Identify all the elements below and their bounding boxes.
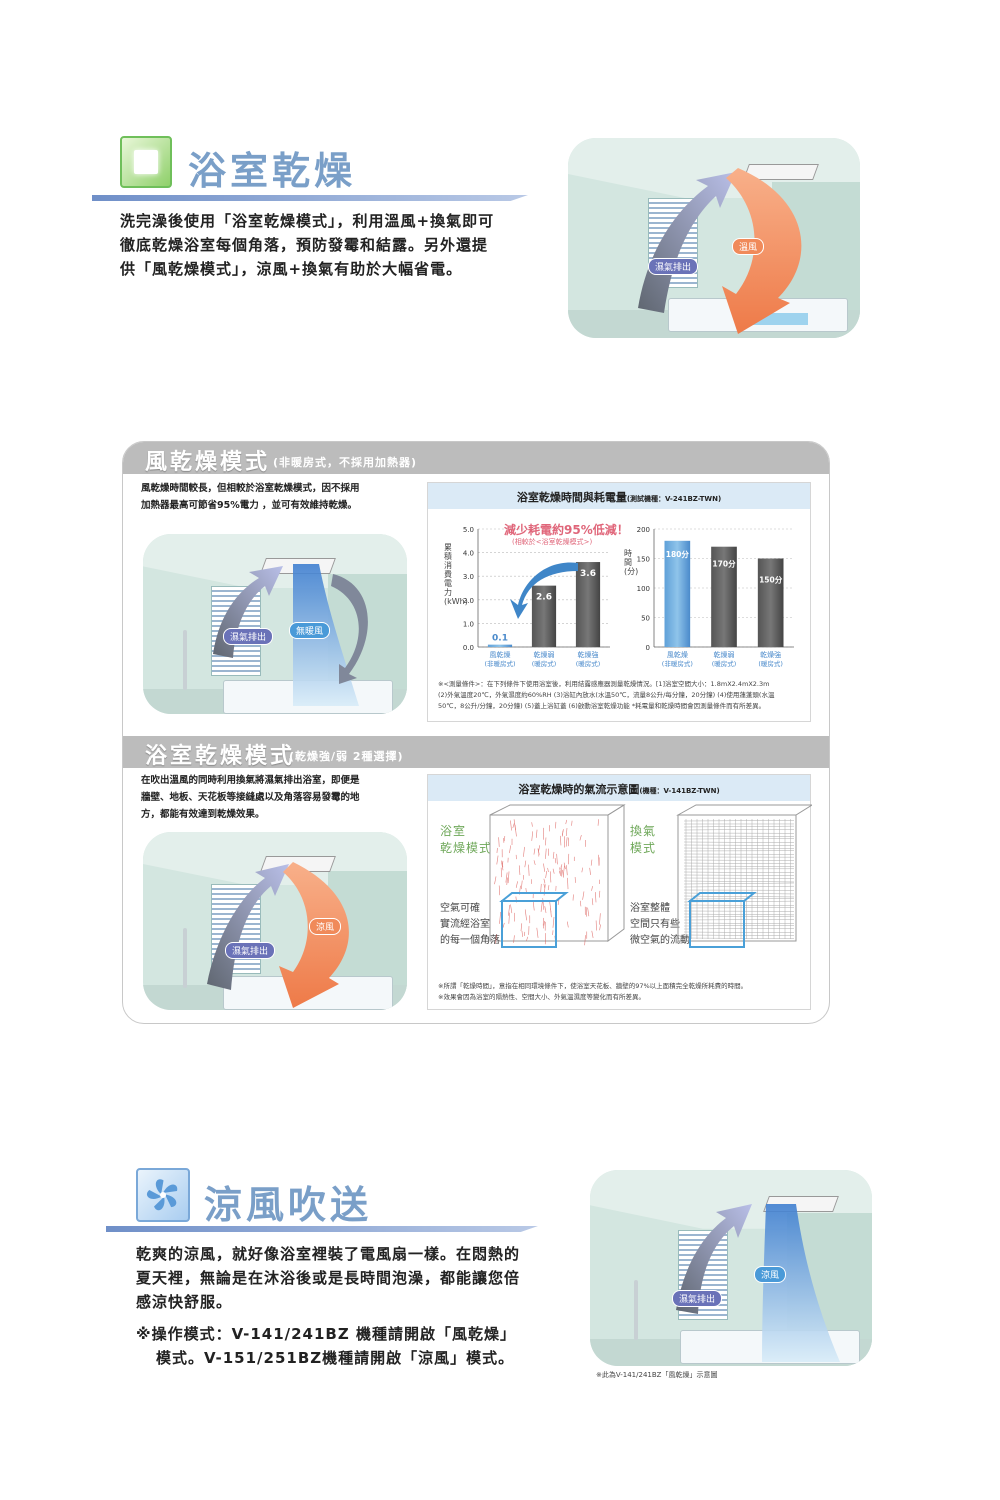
mode2-subtitle: (乾燥強/弱 2種選擇) <box>289 750 404 763</box>
tag-cool-air: 涼風 <box>754 1266 787 1283</box>
reduction-arrow <box>510 562 578 619</box>
time-tick-label: 200 <box>637 526 650 534</box>
drying-modes-panel: 風乾燥模式 (非暖房式，不採用加熱器) 風乾燥時間較長，但相較於浴室乾燥模式，因… <box>122 441 830 1024</box>
time-bar <box>711 546 737 647</box>
airflow-visualization <box>489 804 812 948</box>
time-value-label: 170分 <box>712 559 736 569</box>
airflow-arrows-bath-dry <box>207 862 349 1008</box>
consumption-chart: 0.01.02.03.04.05.00.1風乾燥(非暖房式)2.6乾燥弱(暖房式… <box>463 526 794 668</box>
time-value-label: 150分 <box>759 575 783 585</box>
time-category-label: 風乾燥 <box>667 650 688 659</box>
section1-description: 洗完澡後使用「浴室乾燥模式」，利用溫風+換氣即可 徹底乾燥浴室每個角落，預防發霉… <box>120 212 495 278</box>
tag-exhaust: 濕氣排出 <box>223 628 274 645</box>
time-category-sub: (非暖房式) <box>662 659 693 668</box>
energy-value-label: 3.6 <box>580 569 596 579</box>
section-title-cool-breeze: 涼風吹送 <box>204 1183 373 1227</box>
tub-right <box>687 892 757 948</box>
section-divider <box>106 1226 538 1232</box>
bath-dry-illustration: 濕氣排出 溫風 <box>568 138 860 338</box>
consumption-chart-box: 浴室乾燥時間與耗電量(測試機種：V-241BZ-TWN) 0.0 1.0 2.0 3.… <box>427 482 811 722</box>
energy-category-sub: (暖房式) <box>532 659 557 668</box>
time-tick-label: 100 <box>637 585 650 593</box>
flow-right-title: 換氣 模式 <box>630 824 657 855</box>
tag-exhaust: 濕氣排出 <box>648 258 699 275</box>
airflow-arrows-air-dry <box>213 564 368 706</box>
energy-tick-label: 0.0 <box>463 644 474 652</box>
chart2-title: 浴室乾燥時的氣流示意圖(機種：V-141BZ-TWN) <box>518 783 720 796</box>
time-category-sub: (暖房式) <box>758 659 783 668</box>
chart1-notes: ※<測量條件>：在下列條件下使用浴室後，利用結露感應器測量乾燥情況。[1]浴室空… <box>438 680 775 710</box>
energy-category-label: 乾燥弱 <box>534 650 555 659</box>
chart2-notes: ※所謂「乾燥時間」，意指在相同環境條件下，使浴室天花板、牆壁的97%以上面積完全… <box>438 982 748 1001</box>
energy-value-label: 0.1 <box>492 634 508 644</box>
energy-category-sub: (非暖房式) <box>484 659 515 668</box>
room-bath-dry <box>489 804 626 942</box>
tub-left <box>499 892 569 948</box>
mode2-description: 在吹出溫風的同時利用換氣將濕氣排出浴室，即便是 牆壁、地板、天花板等接縫處以及角… <box>141 775 360 820</box>
energy-category-label: 乾燥強 <box>578 650 599 659</box>
bath-dry-mode-illustration: 濕氣排出 涼風 <box>143 832 407 1010</box>
energy-tick-label: 1.0 <box>463 620 474 628</box>
flow-right-desc: 浴室整體 空間只有些 微空氣的流動 <box>630 903 690 946</box>
time-bar <box>664 540 691 647</box>
mode2-title: 浴室乾燥模式 <box>145 744 296 769</box>
energy-value-label: 2.6 <box>536 593 552 603</box>
tag-exhaust: 濕氣排出 <box>672 1290 723 1307</box>
room-ventilation <box>676 804 812 942</box>
y1-axis-label: 累積消費電力(kWh) <box>444 543 468 606</box>
chart1-title: 浴室乾燥時間與耗電量(測試機種：V-241BZ-TWN) <box>516 491 722 504</box>
airflow-arrows-cool <box>676 1204 840 1362</box>
mode1-title: 風乾燥模式 <box>145 450 271 475</box>
tag-no-heat: 無暖風 <box>289 622 331 639</box>
tag-warm-air: 溫風 <box>732 238 765 255</box>
fan-icon <box>136 1168 190 1222</box>
mode1-band <box>123 442 829 474</box>
energy-tick-label: 3.0 <box>463 573 474 581</box>
energy-category-sub: (暖房式) <box>576 659 601 668</box>
energy-tick-label: 2.0 <box>463 597 474 605</box>
airflow-arrows <box>638 168 802 334</box>
energy-bar <box>531 585 557 647</box>
flow-left-title: 浴室 乾燥模式 <box>440 824 493 855</box>
time-category-sub: (暖房式) <box>712 659 737 668</box>
mode1-subtitle: (非暖房式，不採用加熱器) <box>273 456 418 469</box>
cool-breeze-illustration: 濕氣排出 涼風 <box>590 1170 872 1366</box>
mode2-band <box>123 736 829 768</box>
air-dry-illustration: 濕氣排出 無暖風 <box>143 534 407 714</box>
airflow-diagram-box: 浴室乾燥時的氣流示意圖(機種：V-141BZ-TWN) 浴室 乾燥模式 空氣可確… <box>427 774 812 1010</box>
energy-tick-label: 5.0 <box>463 526 474 534</box>
time-tick-label: 0 <box>646 644 650 652</box>
energy-category-label: 風乾燥 <box>490 650 511 659</box>
section-title-bath-dry: 浴室乾燥 <box>188 149 357 193</box>
energy-bar <box>575 562 601 647</box>
tag-exhaust: 濕氣排出 <box>225 942 276 959</box>
bath-dry-icon <box>120 136 172 188</box>
section3-description: 乾爽的涼風，就好像浴室裡裝了電風扇一樣。在悶熱的 夏天裡，無論是在沐浴後或是長時… <box>136 1245 521 1311</box>
time-tick-label: 150 <box>637 556 650 564</box>
tag-cool-air: 涼風 <box>309 918 342 935</box>
operation-mode-note: ※操作模式：V-141/241BZ 機種請開啟「風乾燥」 模式。V-151/25… <box>136 1325 516 1367</box>
saving-callout: 減少耗電約95%低減！ <box>504 523 629 537</box>
time-category-label: 乾燥強 <box>760 650 781 659</box>
flow-left-desc: 空氣可確 實流經浴室 的每一個角落 <box>440 903 500 946</box>
time-category-label: 乾燥弱 <box>714 650 735 659</box>
time-bar <box>757 558 784 647</box>
section-divider <box>92 195 528 201</box>
energy-tick-label: 4.0 <box>463 550 474 558</box>
saving-callout-sub: (相較於<浴室乾燥模式>) <box>512 538 593 546</box>
energy-bar <box>487 644 513 647</box>
mode1-description: 風乾燥時間較長，但相較於浴室乾燥模式，因不採用 加熱器最高可節省95%電力 ，並… <box>141 483 360 511</box>
illustration-caption: ※此為V-141/241BZ「風乾燥」示意圖 <box>596 1371 718 1379</box>
time-tick-label: 50 <box>641 615 650 623</box>
y2-axis-label: 時間(分) <box>624 549 639 576</box>
time-value-label: 180分 <box>666 549 690 559</box>
